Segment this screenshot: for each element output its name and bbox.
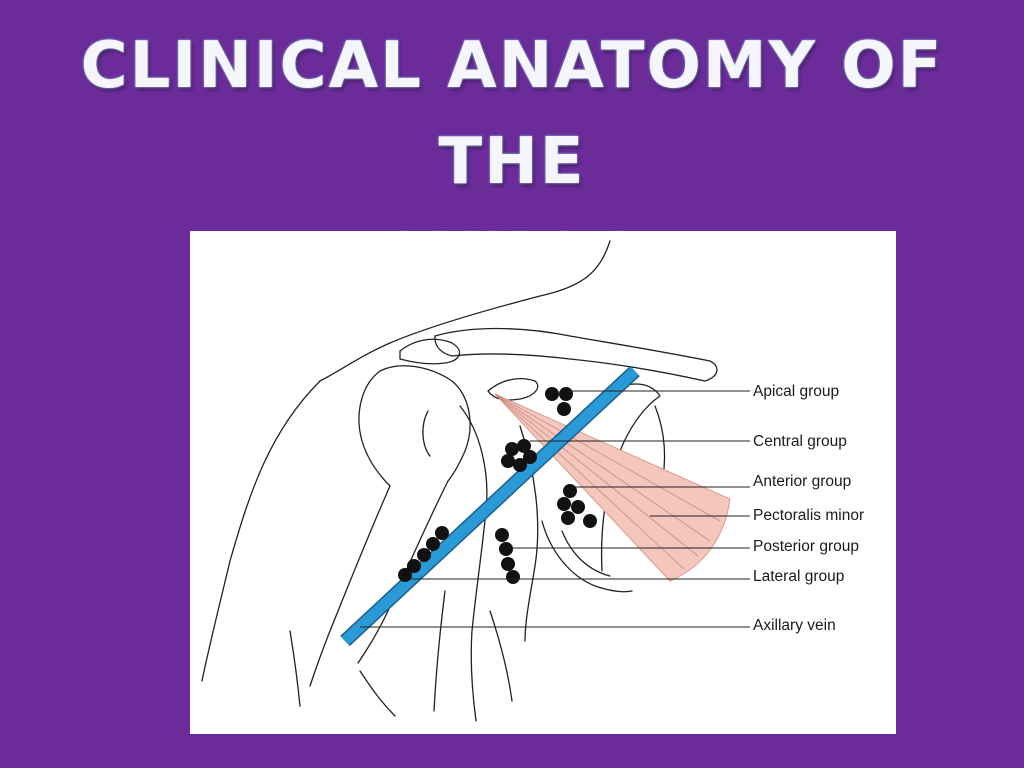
lymph-node-anterior: [557, 497, 571, 511]
lymph-node-posterior: [495, 528, 509, 542]
label-central-group: Central group: [753, 433, 847, 450]
coracoid: [488, 379, 538, 400]
lymph-node-lateral: [426, 537, 440, 551]
clavicle: [435, 329, 717, 382]
lymph-nodes: [398, 387, 597, 584]
lymph-node-apical: [545, 387, 559, 401]
lymph-node-central: [501, 454, 515, 468]
lymph-node-anterior: [583, 514, 597, 528]
acromion: [400, 339, 459, 364]
label-pectoralis-minor: Pectoralis minor: [753, 507, 864, 524]
lymph-node-posterior: [499, 542, 513, 556]
lymph-node-apical: [557, 402, 571, 416]
lymph-node-lateral: [417, 548, 431, 562]
lymph-node-central: [513, 458, 527, 472]
lymph-node-posterior: [501, 557, 515, 571]
lymph-node-anterior: [563, 484, 577, 498]
lymph-node-apical: [559, 387, 573, 401]
lymph-node-anterior: [571, 500, 585, 514]
axilla-diagram: Apical group Central group Anterior grou…: [190, 231, 896, 734]
label-posterior-group: Posterior group: [753, 538, 859, 555]
title-line-1: CLINICAL ANATOMY OF THE: [0, 18, 1024, 210]
lymph-node-anterior: [561, 511, 575, 525]
label-lateral-group: Lateral group: [753, 568, 844, 585]
humeral-head: [380, 366, 470, 481]
label-anterior-group: Anterior group: [753, 473, 851, 490]
humerus-shaft: [310, 486, 390, 686]
neck-outline: [320, 241, 610, 381]
lymph-node-posterior: [506, 570, 520, 584]
lymph-node-central: [505, 442, 519, 456]
label-apical-group: Apical group: [753, 383, 839, 400]
lymph-node-lateral: [435, 526, 449, 540]
axillary-vein: [345, 371, 635, 641]
lymph-node-lateral: [398, 568, 412, 582]
label-axillary-vein: Axillary vein: [753, 617, 836, 634]
arm-outer-outline: [202, 381, 320, 681]
